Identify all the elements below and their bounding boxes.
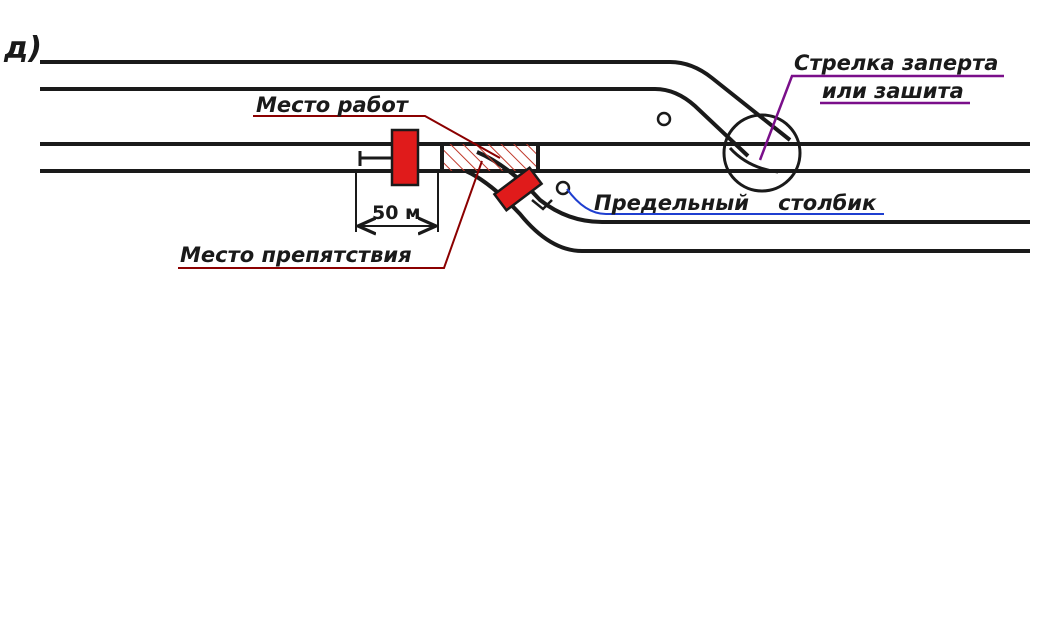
- clearance-post-circle: [555, 180, 571, 196]
- marker-circle: [656, 111, 672, 127]
- obstacle-site-label: Место препятствия: [180, 243, 412, 267]
- branch-signal-stand: [531, 199, 553, 211]
- switch-blade: [728, 146, 779, 174]
- obstacle-hatch: [442, 144, 538, 171]
- switch: [722, 113, 802, 193]
- figure-label: д): [3, 31, 42, 66]
- distance-label: 50 м: [372, 202, 421, 224]
- distance-dimension: 50 м: [355, 172, 439, 232]
- main-stop-signal: [358, 128, 420, 187]
- signal-plate: [390, 128, 420, 187]
- branch-stop-signal: [492, 166, 553, 212]
- upper-track-rail-2: [40, 87, 750, 158]
- branch-signal-plate: [492, 166, 544, 212]
- obstacle-zone: [440, 144, 540, 171]
- switch-label-line1: Стрелка заперта: [794, 51, 998, 75]
- obstacle-leader: [178, 160, 483, 269]
- switch-circle: [722, 113, 802, 193]
- lower-track-rail-2: [465, 169, 1030, 253]
- clearance-post-leader: [566, 188, 884, 215]
- upper-track: [40, 60, 792, 158]
- switch-leader-1: [758, 74, 1004, 161]
- work-site-label: Место работ: [256, 93, 410, 117]
- upper-track-rail-1: [40, 60, 792, 142]
- work-site-leader: [253, 115, 501, 159]
- switch-label-line2: или зашита: [822, 79, 964, 103]
- clearance-post-label: Предельный столбик: [594, 191, 877, 215]
